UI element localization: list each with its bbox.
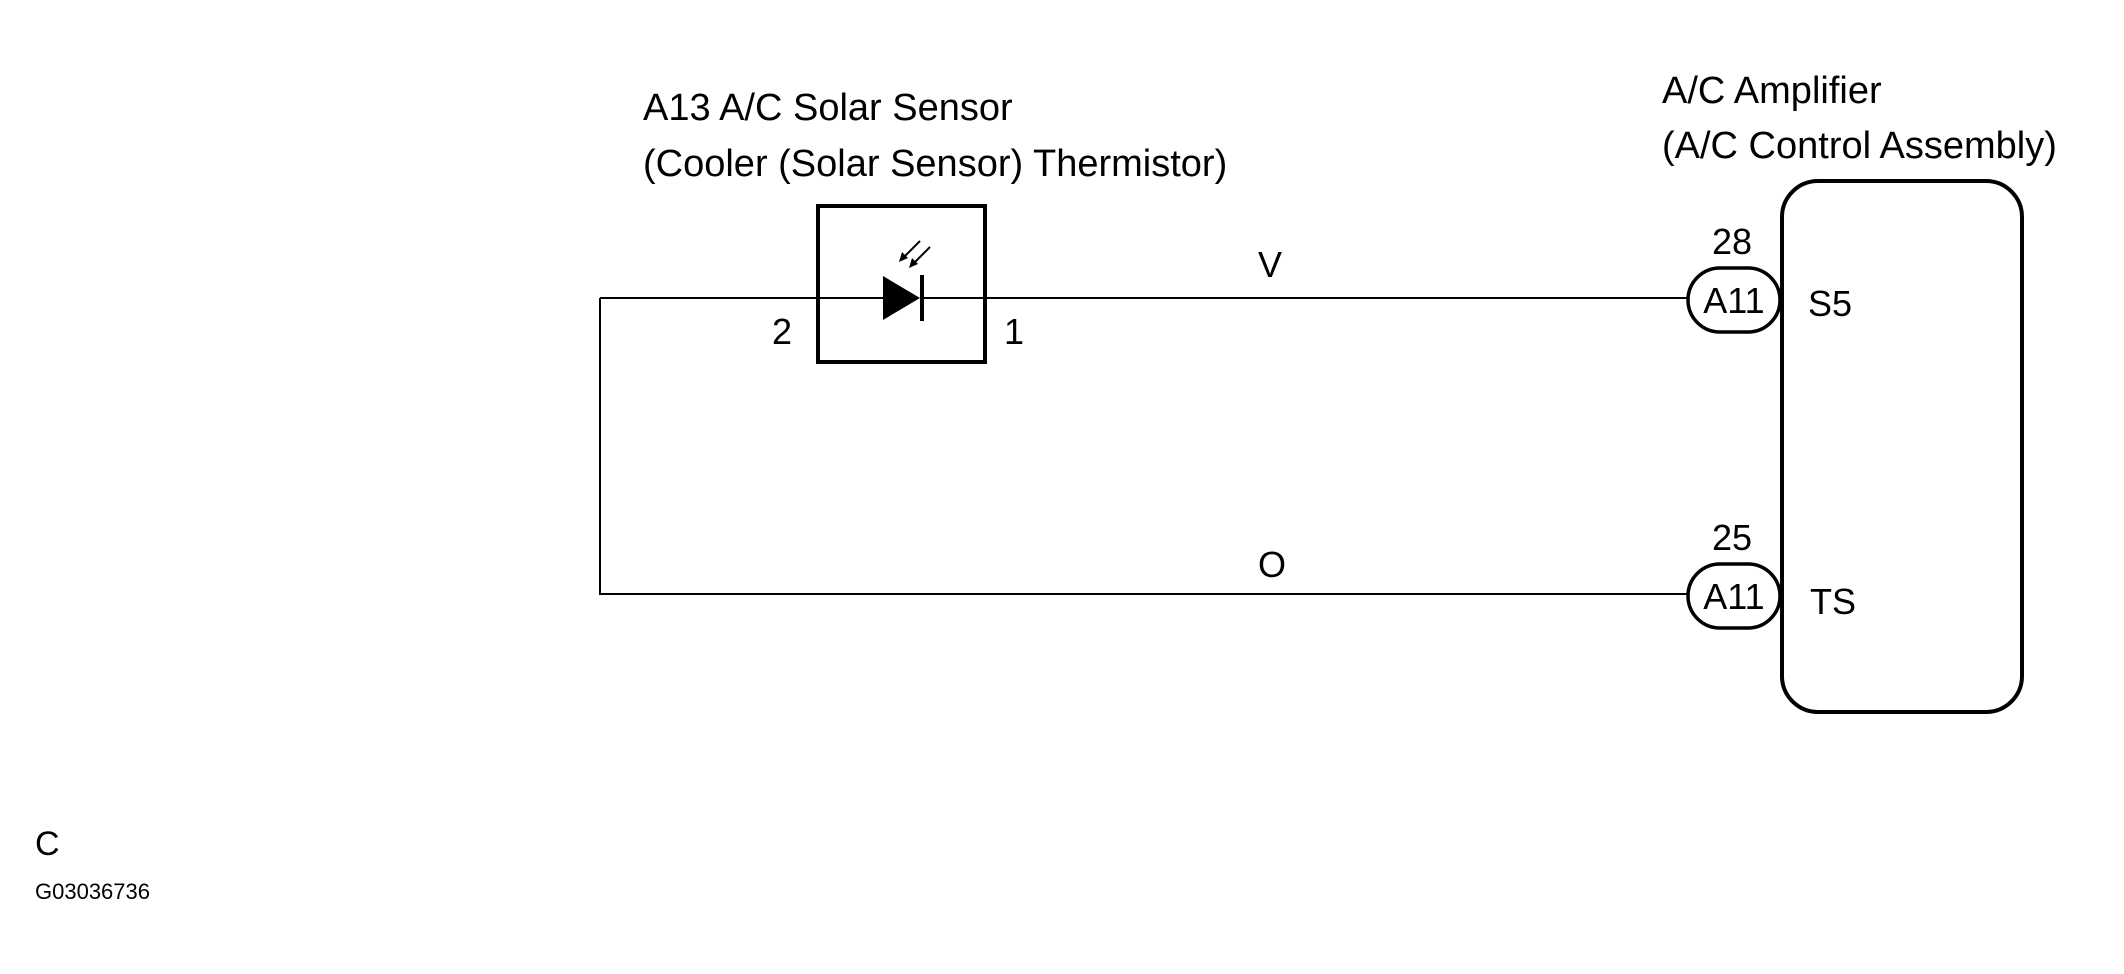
sensor-pin-1: 1 [1004,311,1024,352]
amplifier-title-line1: A/C Amplifier [1662,70,1882,112]
connector-label: A11 [1703,280,1764,321]
sensor-pin-2: 2 [772,311,792,352]
pin-number: 25 [1712,517,1752,558]
terminal-name: TS [1810,581,1856,622]
wire-color-label: O [1258,544,1286,585]
amplifier-title-line2: (A/C Control Assembly) [1662,125,2057,167]
wire-color-label: V [1258,244,1282,285]
connector-label: A11 [1703,576,1764,617]
photodiode-icon [818,240,985,321]
solar-sensor-box [816,204,987,364]
wire-ts [599,298,1690,595]
sensor-title-line1: A13 A/C Solar Sensor [643,87,1013,129]
amplifier-body [1780,179,2024,714]
section-letter: C [35,825,60,863]
sensor-title-line2: (Cooler (Solar Sensor) Thermistor) [643,143,1227,185]
figure-code: G03036736 [35,879,150,904]
connector-a11-pin25 [1686,562,1782,630]
terminal-name: S5 [1808,283,1852,324]
pin-number: 28 [1712,221,1752,262]
connector-a11-pin28 [1686,266,1782,334]
